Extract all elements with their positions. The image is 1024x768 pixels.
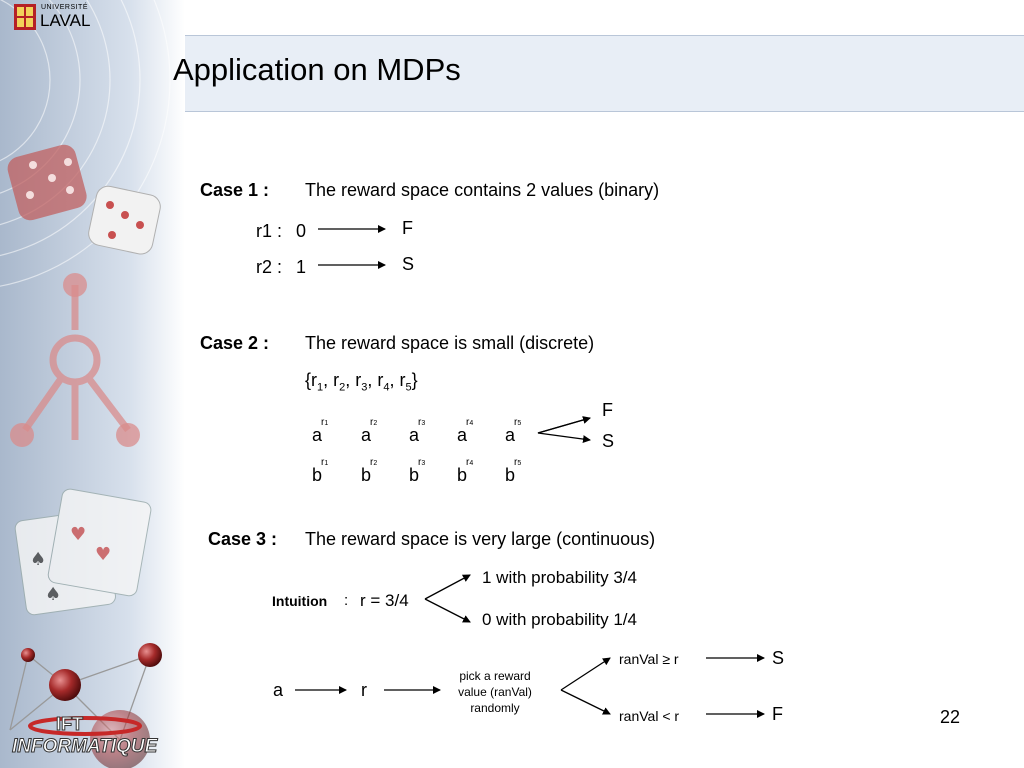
case2-description: The reward space is small (discrete): [305, 333, 595, 353]
reward-set: {r1, r2, r3, r4, r5}: [305, 370, 418, 394]
branch-pick-upper: [560, 657, 611, 691]
case3-description: The reward space is very large (continuo…: [305, 529, 656, 549]
university-name-text: LAVAL: [40, 11, 91, 30]
dept-bottom-text: INFORMATIQUE: [11, 736, 158, 758]
outcome-one: 1 with probability 3/4: [482, 568, 637, 587]
case1-r1-result: F: [402, 218, 413, 238]
case1-label: Case 1 :: [200, 180, 270, 200]
branch-intuition-upper: [424, 574, 471, 600]
network-graphic-icon: [22, 285, 131, 440]
flow-r: r: [361, 680, 367, 700]
case1-r2-value: 1: [296, 257, 307, 277]
flow-a: a: [273, 680, 284, 700]
pick-reward-text: pick a reward value (ranVal) randomly: [458, 669, 532, 715]
svg-text:♥: ♥: [70, 524, 86, 545]
case2-out-f: F: [602, 400, 613, 420]
condition-lt: ranVal < r: [619, 708, 680, 724]
universite-laval-logo: UNIVERSITÉ LAVAL: [14, 3, 94, 31]
svg-text:♥: ♥: [95, 544, 111, 565]
outcome-zero: 0 with probability 1/4: [482, 610, 637, 629]
case1-r2-name: r2 :: [256, 257, 283, 277]
case3-label: Case 3 :: [208, 529, 278, 549]
dept-top-text: IFT: [56, 714, 84, 735]
intuition-colon: :: [344, 592, 349, 609]
branch-case2: [537, 417, 591, 444]
red-die-icon: [7, 144, 87, 221]
case2-label: Case 2 :: [200, 333, 270, 353]
playing-cards-icon: ♥ ♥ ♠ ♠: [14, 488, 152, 616]
case1-description: The reward space contains 2 values (bina…: [305, 180, 660, 200]
slide-title: Application on MDPs: [173, 52, 461, 87]
ift-informatique-logo: IFT INFORMATIQUE: [10, 712, 160, 762]
case2-out-s: S: [602, 431, 615, 451]
result-f: F: [772, 704, 783, 724]
branch-intuition-lower: [424, 598, 471, 623]
university-top-text: UNIVERSITÉ: [41, 4, 89, 11]
condition-ge: ranVal ≥ r: [619, 651, 679, 667]
svg-text:♠: ♠: [45, 584, 61, 605]
intuition-expression: r = 3/4: [360, 591, 409, 610]
branch-pick-lower: [560, 689, 611, 715]
svg-text:♠: ♠: [30, 549, 46, 570]
case1-r2-result: S: [402, 254, 415, 274]
white-die-icon: [88, 185, 161, 255]
intuition-label: Intuition: [272, 593, 328, 609]
case1-r1-name: r1 :: [256, 221, 283, 241]
result-s: S: [772, 648, 785, 668]
decorative-side-panel: ♥ ♥ ♠ ♠: [0, 0, 185, 768]
case1-r1-value: 0: [296, 221, 307, 241]
page-number: 22: [940, 707, 961, 727]
